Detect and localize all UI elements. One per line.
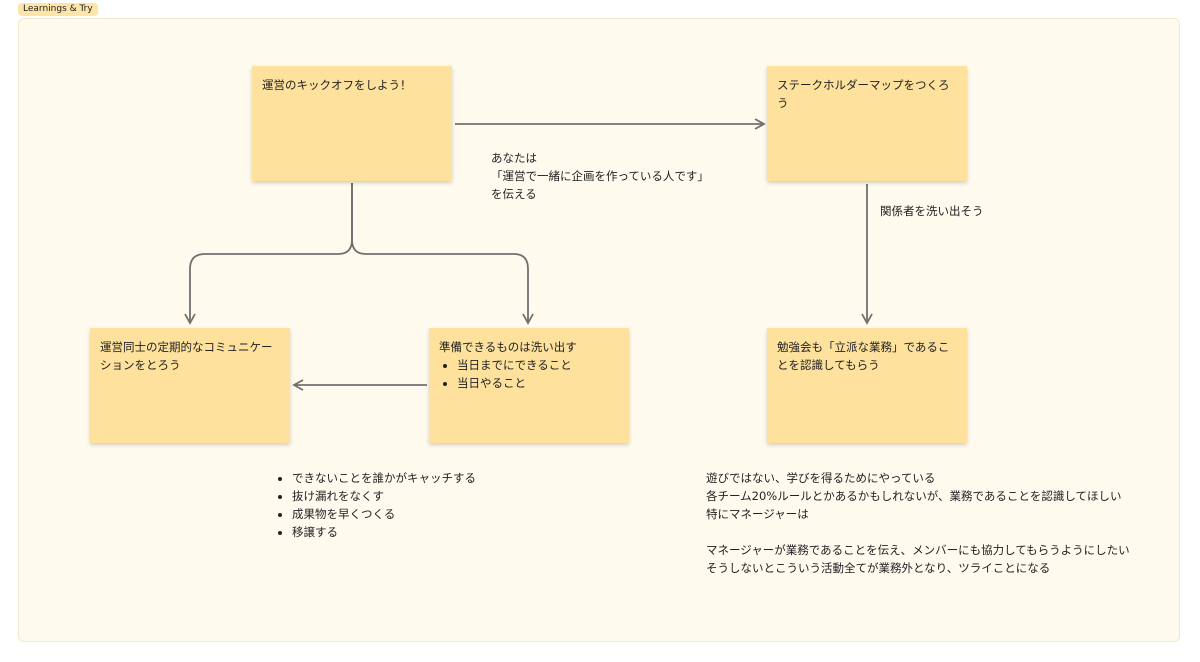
sticky-prepare[interactable]: 準備できるものは洗い出す 当日までにできること 当日やること (429, 328, 629, 443)
connector-kickoff-to-regular-communication[interactable] (184, 183, 353, 325)
list-item: 抜け漏れをなくす (292, 487, 476, 505)
annotation-business-note[interactable]: 遊びではない、学びを得るためにやっている 各チーム20%ルールとかあるかもしれな… (706, 469, 1130, 577)
sticky-regular-communication-text: 運営同士の定期的なコミュニケーションをとろう (100, 340, 273, 372)
sticky-prepare-list: 当日までにできること 当日やること (439, 356, 619, 392)
annotation-list-stakeholders[interactable]: 関係者を洗い出そう (880, 202, 984, 220)
benefits-list: できないことを誰かがキャッチする 抜け漏れをなくす 成果物を早くつくる 移譲する (274, 469, 476, 541)
text-line: 遊びではない、学びを得るためにやっている (706, 471, 936, 485)
sticky-kickoff[interactable]: 運営のキックオフをしよう！ (252, 66, 452, 181)
sticky-stakeholder-map-text: ステークホルダーマップをつくろう (777, 78, 950, 110)
sticky-prepare-title: 準備できるものは洗い出す (439, 340, 577, 354)
blank-line (706, 523, 1130, 541)
sticky-regular-communication[interactable]: 運営同士の定期的なコミュニケーションをとろう (90, 328, 290, 443)
list-item: 成果物を早くつくる (292, 505, 476, 523)
list-item: できないことを誰かがキャッチする (292, 469, 476, 487)
section-label[interactable]: Learnings & Try (18, 3, 98, 16)
annotation-tell-role[interactable]: あなたは 「運営で一緒に企画を作っている人です」 を伝える (491, 149, 709, 203)
list-item: 当日やること (457, 374, 619, 392)
list-item: 移譲する (292, 523, 476, 541)
sticky-study-group[interactable]: 勉強会も「立派な業務」であることを認識してもらう (767, 328, 967, 443)
text-line: を伝える (491, 187, 537, 201)
text-line: 特にマネージャーは (706, 507, 809, 521)
text-line: 各チーム20%ルールとかあるかもしれないが、業務であることを認識してほしい (706, 489, 1122, 503)
sticky-study-group-text: 勉強会も「立派な業務」であることを認識してもらう (777, 340, 950, 372)
text-line: 「運営で一緒に企画を作っている人です」 (491, 169, 709, 183)
list-item: 当日までにできること (457, 356, 619, 374)
sticky-stakeholder-map[interactable]: ステークホルダーマップをつくろう (767, 66, 967, 181)
text-line: マネージャーが業務であることを伝え、メンバーにも協力してもらうようにしたい (706, 543, 1130, 557)
text-line: そうしないとこういう活動全てが業務外となり、ツライことになる (706, 561, 1051, 575)
text-line: 関係者を洗い出そう (880, 204, 984, 218)
sticky-kickoff-text: 運営のキックオフをしよう！ (262, 78, 412, 92)
connector-kickoff-to-prepare[interactable] (351, 183, 534, 325)
text-line: あなたは (491, 151, 537, 165)
annotation-communication-benefits[interactable]: できないことを誰かがキャッチする 抜け漏れをなくす 成果物を早くつくる 移譲する (274, 469, 476, 541)
